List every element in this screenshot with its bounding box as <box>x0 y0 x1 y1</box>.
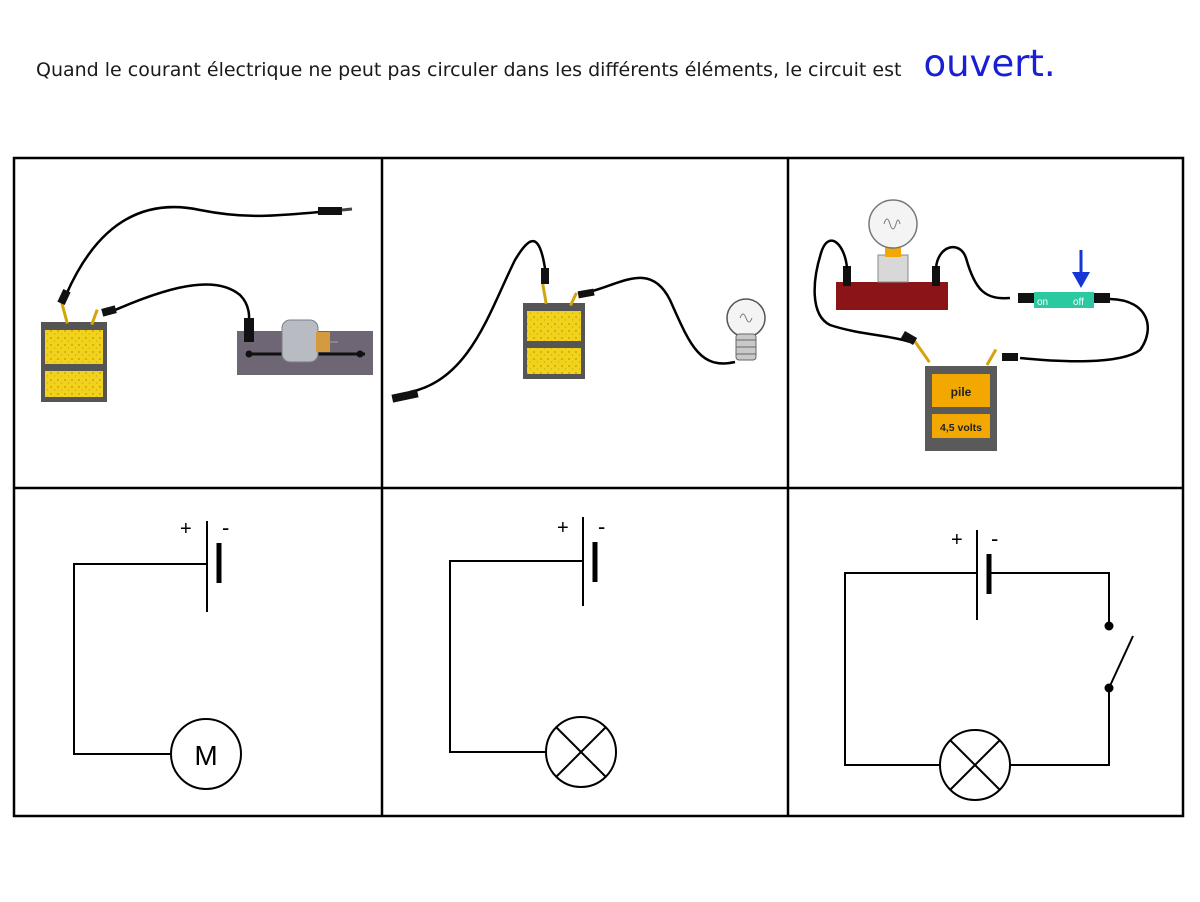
plug-tip <box>318 207 342 215</box>
motor-symbol <box>170 718 242 790</box>
circuit-wire <box>449 560 583 753</box>
plus-sign: + <box>557 517 569 539</box>
grid-lines <box>12 156 1185 818</box>
minus-sign: - <box>222 515 229 540</box>
panel-lamp-schema <box>449 517 617 788</box>
switch-contact <box>1104 683 1114 693</box>
minus-sign: - <box>598 514 605 539</box>
switch-off-label: off <box>1073 297 1084 308</box>
motor-letter: M <box>194 740 217 771</box>
switch-contact <box>1104 621 1114 631</box>
arrow-down-icon <box>1072 250 1090 288</box>
switch-on-label: on <box>1037 297 1048 308</box>
battery-icon <box>523 283 585 379</box>
panel-switch-schema <box>844 530 1134 801</box>
loose-wire <box>64 205 321 326</box>
circuit-wire <box>73 563 207 755</box>
panel-switch-photo: on off pile 4,5 volts <box>813 199 1149 451</box>
switch-icon: on off <box>1018 292 1110 308</box>
pile-battery: pile 4,5 volts <box>900 331 1018 451</box>
panel-motor-schema <box>73 521 242 790</box>
loose-wire <box>813 239 1149 363</box>
circuit-wire <box>1010 688 1110 766</box>
panel-lamp-photo <box>391 240 766 403</box>
motor-icon <box>237 318 373 375</box>
answer-text: ouvert. <box>923 42 1056 85</box>
open-switch-blade <box>1108 635 1134 689</box>
circuit-wire <box>989 572 1110 626</box>
pile-voltage: 4,5 volts <box>940 422 982 434</box>
circuit-wire <box>844 572 977 766</box>
lamp-symbol <box>545 716 617 788</box>
lamp-base <box>836 199 948 310</box>
instruction-sentence: Quand le courant électrique ne peut pas … <box>36 42 1056 92</box>
panel-motor-photo <box>41 205 373 402</box>
pile-label: pile <box>951 385 972 399</box>
loose-wire <box>409 240 736 394</box>
minus-sign: - <box>991 526 998 551</box>
battery-icon <box>41 301 107 402</box>
sentence-text: Quand le courant électrique ne peut pas … <box>36 59 902 81</box>
lamp-symbol <box>939 729 1011 801</box>
plus-sign: + <box>951 529 963 551</box>
bulb-icon <box>726 298 766 361</box>
plus-sign: + <box>180 518 192 540</box>
